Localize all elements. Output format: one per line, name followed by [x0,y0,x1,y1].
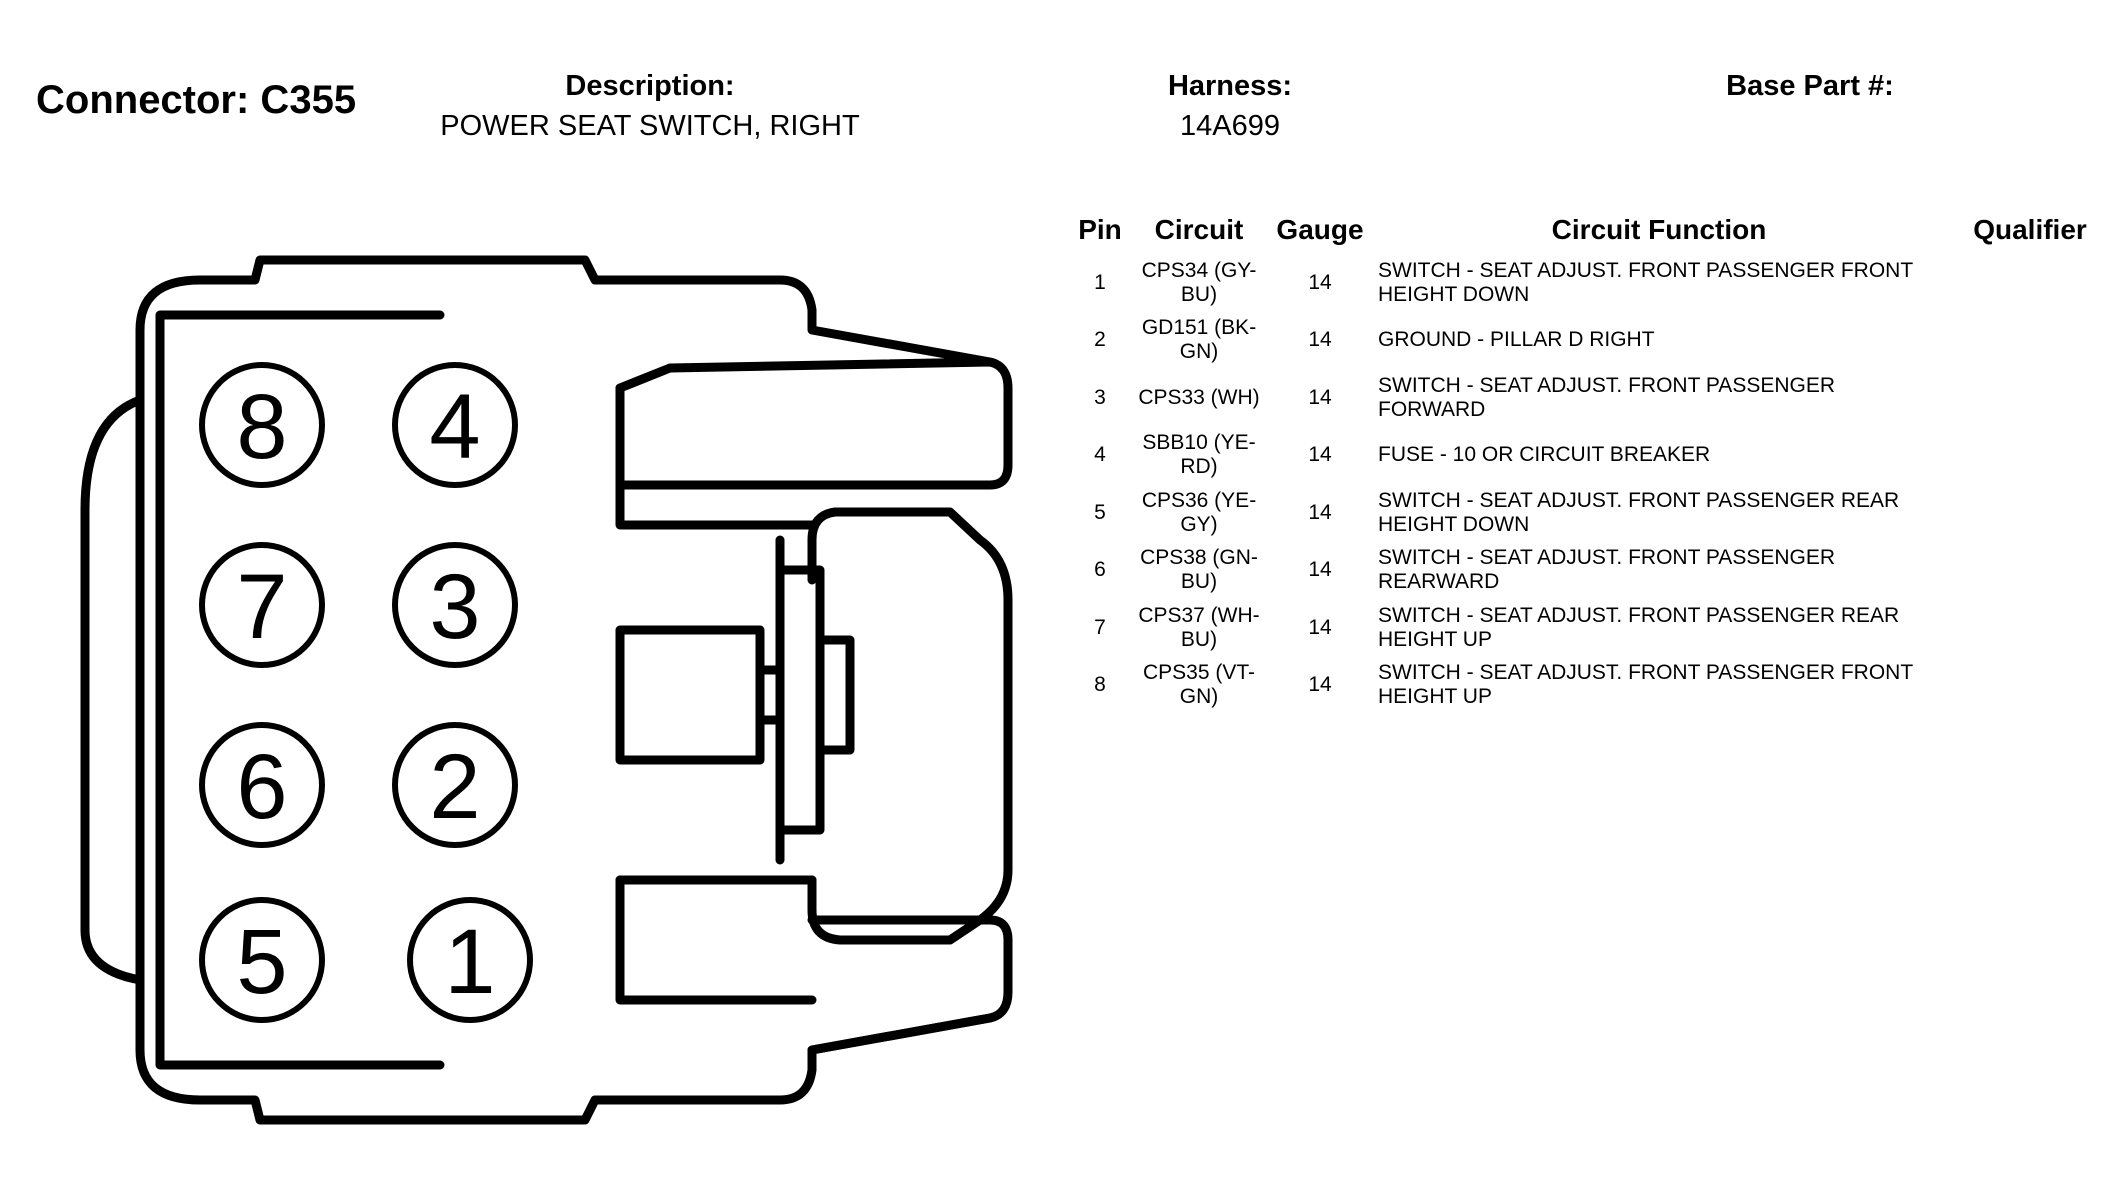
table-header-row: Pin Circuit Gauge Circuit Function Quali… [1072,210,2112,254]
pin-cavity-5 [199,897,325,1023]
base-part-block: Base Part #: [1700,70,1920,110]
cell-qualifier [1948,369,2112,427]
cell-circuit: CPS37 (WH-BU) [1138,603,1260,651]
pin-label-1: 1 [444,911,495,1013]
cell-pin: 2 [1094,328,1106,352]
cell-qualifier [1948,542,2112,600]
cell-circuit: CPS35 (VT-GN) [1142,661,1256,709]
pin-cavity-3 [392,542,518,668]
cell-function: GROUND - PILLAR D RIGHT [1378,328,1655,352]
cell-circuit: CPS38 (GN-BU) [1140,546,1258,594]
cell-qualifier [1948,657,2112,715]
pin-label-6: 6 [236,736,287,838]
col-header-gauge: Gauge [1276,214,1364,245]
description-label: Description: [565,70,735,102]
description-value: POWER SEAT SWITCH, RIGHT [440,110,860,142]
center-post-cap [775,565,825,835]
harness-block: Harness: 14A699 [1120,70,1340,143]
pin-label-2: 2 [429,736,480,838]
connector-outer-body [260,260,1008,1140]
cell-gauge: 14 [1308,270,1332,294]
base-part-label: Base Part #: [1726,70,1894,102]
center-key-inner [755,665,785,725]
cell-circuit: GD151 (BK-GN) [1141,316,1257,364]
top-right-arm [615,383,817,530]
pin-label-8: 8 [236,376,287,478]
center-key [815,635,855,755]
bottom-right-latch [807,1013,995,1055]
pin-label-7: 7 [236,556,287,658]
pin-cavity-7 [199,542,325,668]
cell-function: SWITCH - SEAT ADJUST. FRONT PASSENGER RE… [1378,546,1836,594]
cell-gauge: 14 [1308,673,1332,697]
harness-label: Harness: [1167,70,1293,102]
pin-cavity-6 [199,722,325,848]
pin-cavity-4 [392,362,518,488]
cell-circuit: CPS34 (GY-BU) [1141,258,1257,306]
cell-circuit: CPS33 (WH) [1138,385,1260,409]
cell-qualifier [1948,599,2112,657]
cell-gauge: 14 [1308,385,1332,409]
cell-gauge: 14 [1308,500,1332,524]
col-header-qualifier: Qualifier [1973,214,2087,245]
pin-table: Pin Circuit Gauge Circuit Function Quali… [1072,210,2112,714]
table-row: 8 CPS35 (VT-GN) 14 SWITCH - SEAT ADJUST.… [1072,657,2112,715]
cell-function: SWITCH - SEAT ADJUST. FRONT PASSENGER RE… [1378,603,1900,651]
table-row: 7 CPS37 (WH-BU) 14 SWITCH - SEAT ADJUST.… [1072,599,2112,657]
cell-pin: 7 [1094,615,1106,639]
cell-pin: 5 [1094,500,1106,524]
mid-latch-upper [807,507,1013,805]
cell-function: SWITCH - SEAT ADJUST. FRONT PASSENGER RE… [1378,488,1900,536]
col-header-pin: Pin [1078,214,1122,245]
pin-cavity-2 [392,722,518,848]
cell-pin: 3 [1094,385,1106,409]
outer-frame [135,395,1013,1125]
cell-qualifier [1948,254,2112,312]
cell-function: SWITCH - SEAT ADJUST. FRONT PASSENGER FO… [1378,373,1836,421]
lower-arm [615,875,817,1005]
cell-circuit: CPS36 (YE-GY) [1141,488,1257,536]
connector-outline-top [135,255,1013,490]
cell-qualifier [1948,427,2112,485]
cell-circuit: SBB10 (YE-RD) [1142,431,1256,479]
cell-gauge: 14 [1308,443,1332,467]
pin-cavity-1 [407,897,533,1023]
pin-label-3: 3 [429,556,480,658]
cell-function: FUSE - 10 OR CIRCUIT BREAKER [1378,443,1711,467]
table-row: 6 CPS38 (GN-BU) 14 SWITCH - SEAT ADJUST.… [1072,542,2112,600]
center-tab [615,625,765,765]
pin-cavities [199,362,533,1023]
table-row: 1 CPS34 (GY-BU) 14 SWITCH - SEAT ADJUST.… [1072,254,2112,312]
table-row: 5 CPS36 (YE-GY) 14 SWITCH - SEAT ADJUST.… [1072,484,2112,542]
cell-qualifier [1948,312,2112,370]
cell-pin: 6 [1094,558,1106,582]
cell-gauge: 14 [1308,558,1332,582]
pin-cavity-8 [199,362,325,488]
inner-frame [155,310,445,1070]
left-latch [80,395,145,985]
harness-value: 14A699 [1180,110,1280,142]
cell-pin: 4 [1094,443,1106,467]
connector-face-diagram: 8 4 7 3 6 2 5 1 [80,255,1013,1140]
cell-qualifier [1948,484,2112,542]
table-row: 3 CPS33 (WH) 14 SWITCH - SEAT ADJUST. FR… [1072,369,2112,427]
cell-function: SWITCH - SEAT ADJUST. FRONT PASSENGER FR… [1378,258,1913,306]
connector-title: Connector: C355 [36,78,357,122]
table-row: 4 SBB10 (YE-RD) 14 FUSE - 10 OR CIRCUIT … [1072,427,2112,485]
mid-latch-lower [807,795,1013,945]
cell-pin: 1 [1094,270,1106,294]
pin-label-5: 5 [236,911,287,1013]
cell-function: SWITCH - SEAT ADJUST. FRONT PASSENGER FR… [1378,661,1913,709]
table-row: 2 GD151 (BK-GN) 14 GROUND - PILLAR D RIG… [1072,312,2112,370]
cell-pin: 8 [1094,673,1106,697]
col-header-function: Circuit Function [1551,214,1767,245]
description-block: Description: POWER SEAT SWITCH, RIGHT [420,70,880,143]
pin-label-4: 4 [429,376,480,478]
cell-gauge: 14 [1308,615,1332,639]
cell-gauge: 14 [1308,328,1332,352]
col-header-circuit: Circuit [1154,214,1244,245]
pin-table-grid: Pin Circuit Gauge Circuit Function Quali… [1072,210,2112,714]
